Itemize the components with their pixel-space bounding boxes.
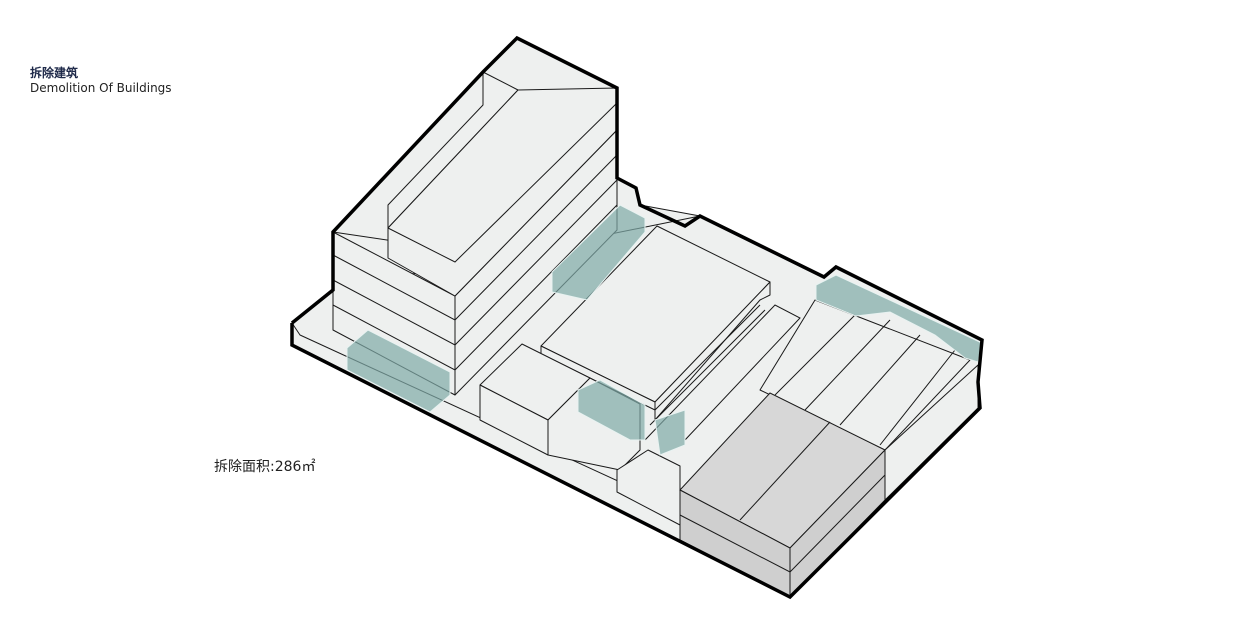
legend-title-en: Demolition Of Buildings <box>30 81 172 95</box>
shed-ridges <box>774 314 956 446</box>
site-boundary <box>290 35 984 600</box>
gray-building-floor <box>679 474 886 573</box>
demolished-volume-3 <box>577 379 646 441</box>
demolished-volume-2 <box>551 204 646 301</box>
demolition-area-label: 拆除面积:286㎡ <box>214 459 316 475</box>
demolished-volume-5 <box>815 274 983 363</box>
legend-title-cn: 拆除建筑 <box>30 66 79 80</box>
demolished-volume-4 <box>654 409 686 456</box>
central-block-side <box>654 281 771 421</box>
floor-lines <box>332 102 618 371</box>
central-steps <box>644 304 801 441</box>
gray-building-ridge <box>739 421 831 521</box>
demolished-volume-1 <box>346 329 451 413</box>
